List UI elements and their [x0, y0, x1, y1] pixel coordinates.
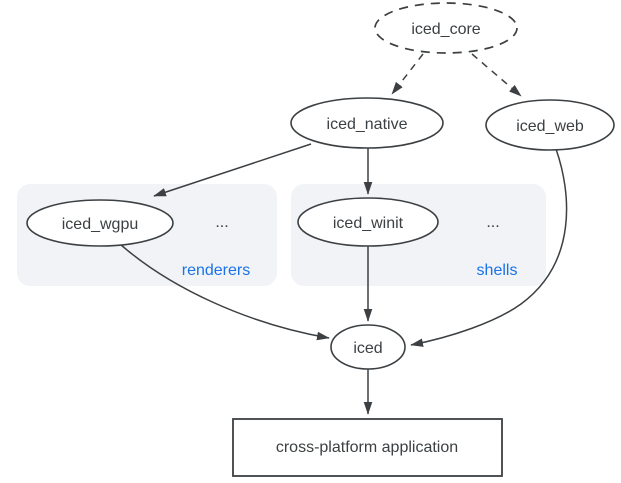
iced_web-label: iced_web: [516, 118, 584, 135]
iced_wgpu-label: iced_wgpu: [62, 216, 139, 233]
iced_web-ellipse: [485, 99, 615, 151]
iced_native-label: iced_native: [327, 116, 408, 133]
edge-iced_core-to-iced_native: [391, 53, 424, 95]
node-iced_native: iced_native: [290, 97, 444, 149]
shells-group-label: shells: [477, 262, 518, 279]
renderers-group-label: renderers: [182, 262, 250, 279]
iced_wgpu-ellipse: [26, 199, 174, 247]
iced_core-ellipse: [374, 2, 518, 54]
node-iced_web: iced_web: [485, 99, 615, 151]
application-label: cross-platform application: [276, 439, 458, 456]
edge-iced_core-to-iced_web: [471, 53, 522, 97]
edge-iced_native-to-iced_wgpu: [153, 143, 312, 197]
node-application: cross-platform application: [232, 418, 503, 477]
edge-iced_web-to-iced: [410, 148, 568, 347]
node-iced_wgpu: iced_wgpu: [26, 199, 174, 247]
iced-ellipse: [330, 324, 406, 370]
iced_core-label: iced_core: [411, 21, 480, 38]
node-iced_core: iced_core: [374, 2, 518, 54]
iced_winit-label: iced_winit: [333, 215, 404, 232]
iced_winit-ellipse: [297, 197, 439, 247]
node-iced: iced: [330, 324, 406, 370]
renderers-ellipsis: ...: [215, 214, 228, 231]
shells-ellipsis: ...: [486, 214, 499, 231]
edge-iced_wgpu-to-iced: [119, 243, 330, 341]
application-rect: [232, 418, 503, 477]
node-iced_winit: iced_winit: [297, 197, 439, 247]
iced_native-ellipse: [290, 97, 444, 149]
iced-label: iced: [353, 340, 382, 357]
